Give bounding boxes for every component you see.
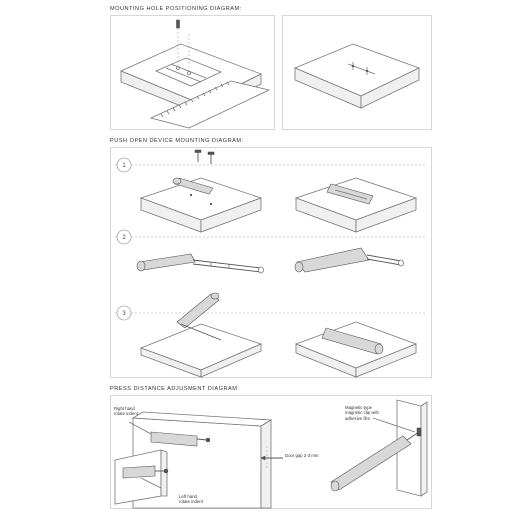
board-with-hole-marks-drawing (293, 43, 421, 109)
magnetic-clip-callout: Magnetic-type magnetic clip with adhesiv… (345, 405, 379, 421)
press-distance-section-title: PRESS DISTANCE ADJUSMENT DIAGRAM: (110, 386, 240, 392)
mounting-section-title: MOUNTING HOLE POSITIONING DIAGRAM: (110, 6, 242, 12)
door-gap-callout: Door gap 2-3 mm (285, 453, 319, 458)
mounting-diagram-right (282, 15, 432, 130)
left-hand-callout: Left hand rotate indent (179, 494, 203, 505)
step-1-number: 1 (122, 163, 126, 169)
step-2-number: 2 (122, 235, 126, 241)
push-open-steps-drawing: 1 2 3 (115, 149, 427, 378)
push-open-section-title: PUSH OPEN DEVICE MOUNTING DIAGRAM: (110, 138, 244, 144)
mounting-diagram-left (110, 15, 275, 130)
press-distance-drawing (114, 399, 428, 509)
right-hand-callout: Right hand rotate indent (114, 406, 138, 417)
push-open-diagram-frame: 1 2 3 (110, 147, 432, 378)
step-3-number: 3 (122, 311, 126, 317)
board-with-template-drawing (119, 19, 271, 129)
press-distance-diagram-frame: Right hand rotate indent Left hand rotat… (110, 395, 432, 509)
